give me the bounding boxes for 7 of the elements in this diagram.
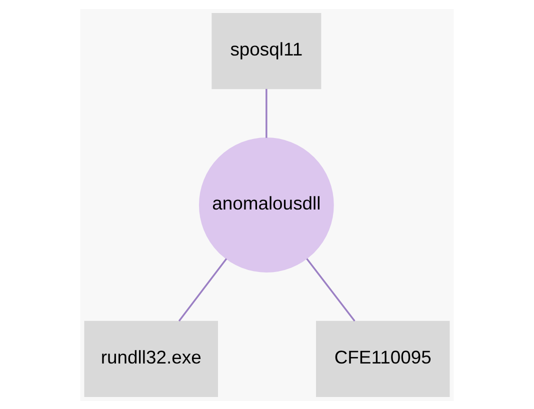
node-box: CFE110095 bbox=[316, 320, 450, 396]
connector bbox=[178, 258, 228, 322]
connector bbox=[266, 88, 268, 138]
node-box: rundll32.exe bbox=[84, 320, 218, 396]
node-box: sposql11 bbox=[212, 12, 322, 89]
connector bbox=[306, 258, 356, 322]
node-circle: anomalousdll bbox=[198, 137, 334, 272]
